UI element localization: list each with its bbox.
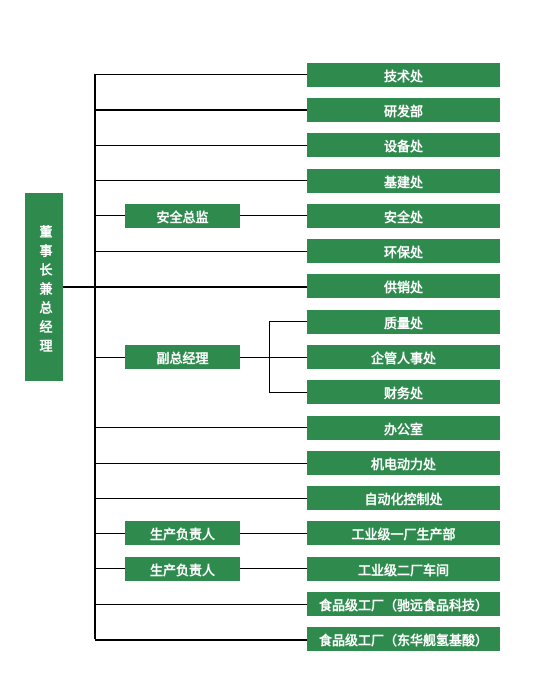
branch-line (95, 251, 307, 252)
dept-box-finance: 财务处 (307, 380, 500, 404)
vp-bracket-top (269, 321, 307, 322)
vp-bracket-bottom (269, 392, 307, 393)
root-connector-line (63, 286, 95, 288)
dept-box-automation: 自动化控制处 (307, 486, 500, 510)
dept-box-electromechanical: 机电动力处 (307, 451, 500, 475)
dept-box-food-plant-chiyuan: 食品级工厂（驰远食品科技） (307, 592, 500, 616)
dept-box-rnd: 研发部 (307, 98, 500, 122)
safety-director-box: 安全总监 (125, 204, 240, 228)
dept-box-supply-sales: 供销处 (307, 274, 500, 298)
dept-box-safety: 安全处 (307, 204, 500, 228)
dept-box-hr: 企管人事处 (307, 345, 500, 369)
dept-box-office: 办公室 (307, 416, 500, 440)
branch-line (95, 639, 307, 641)
vp-bracket-vertical (269, 321, 270, 393)
branch-line (95, 427, 307, 428)
dept-box-plant2-workshop: 工业级二厂车间 (307, 557, 500, 581)
dept-box-construction: 基建处 (307, 169, 500, 193)
deputy-gm-box: 副总经理 (125, 345, 240, 369)
production-lead-box-2: 生产负责人 (125, 557, 240, 581)
dept-box-food-plant-donghua: 食品级工厂（东华舰氢基酸） (307, 627, 500, 651)
dept-box-quality: 质量处 (307, 310, 500, 334)
dept-box-equipment: 设备处 (307, 133, 500, 157)
dept-box-plant1-production: 工业级一厂生产部 (307, 521, 500, 545)
branch-line (95, 286, 307, 288)
dept-box-environment: 环保处 (307, 239, 500, 263)
branch-line (95, 498, 307, 499)
branch-line (95, 74, 307, 75)
production-lead-box-1: 生产负责人 (125, 521, 240, 545)
branch-line (95, 604, 307, 605)
chairman-box: 董事长兼总经理 (25, 193, 63, 381)
main-vertical-line (94, 74, 96, 639)
branch-line (95, 463, 307, 464)
dept-box-technical: 技术处 (307, 63, 500, 87)
branch-line (95, 109, 307, 111)
branch-line (95, 180, 307, 181)
branch-line (95, 145, 307, 146)
